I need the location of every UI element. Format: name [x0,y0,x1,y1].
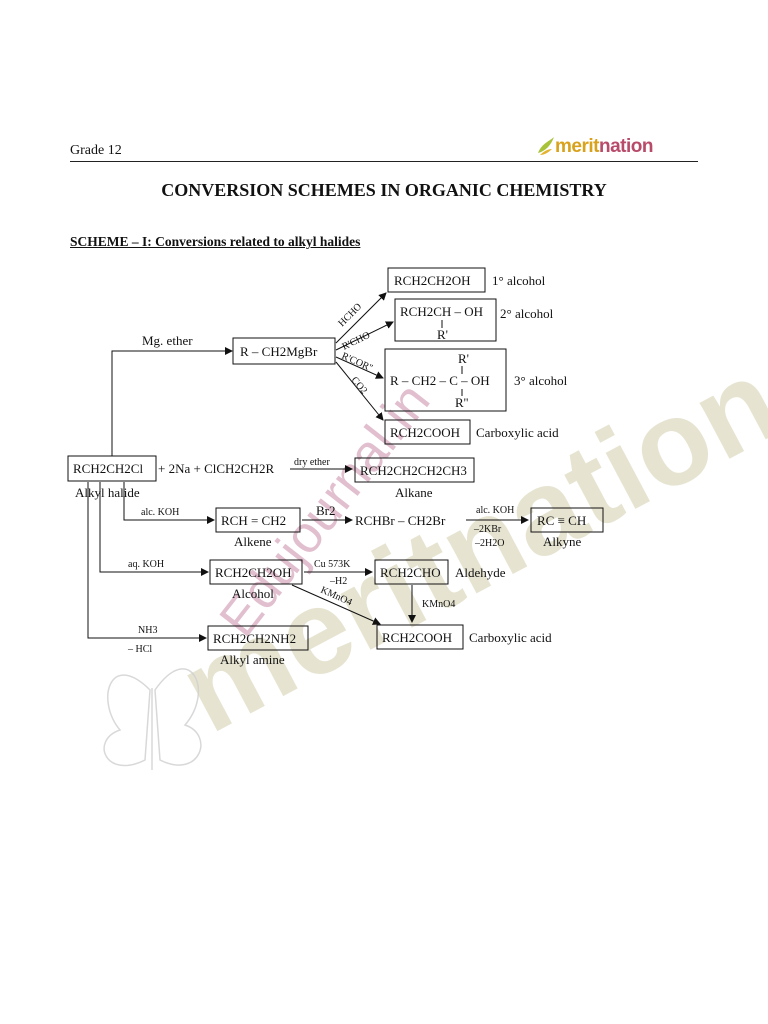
dry-ether-reagent: dry ether [294,457,330,468]
cu-reagent: Cu 573K [314,559,351,570]
grignard-acid-formula: RCH2COOH [390,425,460,440]
tertiary-alcohol-formula: R – CH2 – C – OH [390,373,490,388]
alcohol-formula: RCH2CH2OH [215,565,292,580]
rcor-reagent: R'COR'' [340,351,374,374]
watermark-group: meritnation Edujournal.in [103,333,768,770]
grignard-box [232,337,336,365]
arrow-co2 [335,361,384,421]
secondary-alcohol-label: 2° alcohol [500,306,554,321]
kmno4-reagent: KMnO4 [422,599,455,610]
arrow-alc-koh [123,482,215,524]
arrow-aq-koh [99,482,209,576]
secondary-alcohol-substituent: R' [437,327,448,342]
leaf-icon [538,137,554,155]
grignard-acid-box [384,419,471,445]
minus-h2-reagent: –H2 [329,576,347,587]
aldehyde-formula: RCH2CHO [380,565,441,580]
grignard-acid-label: Carboxylic acid [476,425,559,440]
arrow-nh3 [87,482,207,642]
carboxylic-acid-label: Carboxylic acid [469,630,552,645]
alkyne-formula: RC ≡ CH [537,513,586,528]
aldehyde-box [374,559,449,585]
logo-merit: merit [555,136,599,157]
carboxylic-acid-formula: RCH2COOH [382,630,452,645]
hcho-reagent: HCHO [336,301,364,329]
arrow-hcho [335,292,387,344]
page-title: CONVERSION SCHEMES IN ORGANIC CHEMISTRY [161,180,607,200]
secondary-alcohol-formula: RCH2CH – OH [400,304,483,319]
butterfly-watermark-icon [103,668,202,770]
logo-nation: nation [598,136,654,157]
primary-alcohol-label: 1° alcohol [492,273,546,288]
alkene-box [215,507,301,533]
tertiary-alcohol-label: 3° alcohol [514,373,568,388]
arrow-kmno4-alcohol [291,584,381,625]
alkyne-label: Alkyne [543,534,582,549]
alkane-formula: RCH2CH2CH2CH3 [360,463,467,478]
amine-label: Alkyl amine [220,652,285,667]
grade-label: Grade 12 [70,143,122,158]
alkyl-halide-label: Alkyl halide [75,485,140,500]
header-rule [70,161,698,162]
tertiary-alcohol-top: R' [458,351,469,366]
primary-alcohol-box [387,267,486,293]
primary-alcohol-formula: RCH2CH2OH [394,273,471,288]
alc-koh-reagent: alc. KOH [141,507,179,518]
dehydro-reagent-2: –2KBr [473,524,502,535]
aq-koh-reagent: aq. KOH [128,559,164,570]
alkane-box [354,457,475,483]
alkene-label: Alkene [234,534,272,549]
arrow-rcor [335,356,384,379]
arrow-rcho [335,321,394,351]
alcohol-box [209,559,303,585]
br2-reagent: Br2 [316,503,336,518]
arrow-mg-ether [111,347,233,456]
dehydro-reagent-3: –2H2O [474,538,504,549]
carboxylic-acid-box [376,624,464,650]
nh3-reagent: NH3 [138,625,157,636]
section-subtitle: SCHEME – I: Conversions related to alkyl… [70,234,361,249]
secondary-alcohol-box [394,298,497,342]
mg-ether-reagent: Mg. ether [142,333,193,348]
tertiary-alcohol-box [384,348,507,412]
minus-hcl-reagent: – HCl [127,644,152,655]
alcohol-label: Alcohol [232,586,274,601]
meritnation-logo: meritnation [555,136,653,158]
alkyl-halide-formula: RCH2CH2Cl [73,461,143,476]
amine-formula: RCH2CH2NH2 [213,631,296,646]
tertiary-alcohol-bottom: R'' [455,395,468,410]
wurtz-reagents: + 2Na + ClCH2CH2R [158,461,274,476]
dehydro-reagent-1: alc. KOH [476,505,514,516]
co2-reagent: CO2 [349,375,370,397]
dibromide-formula: RCHBr – CH2Br [355,513,446,528]
alkene-formula: RCH = CH2 [221,513,286,528]
aldehyde-label: Aldehyde [455,565,506,580]
amine-box [207,625,309,651]
grignard-formula: R – CH2MgBr [240,344,318,359]
alkyne-box [530,507,604,533]
alkane-label: Alkane [395,485,433,500]
